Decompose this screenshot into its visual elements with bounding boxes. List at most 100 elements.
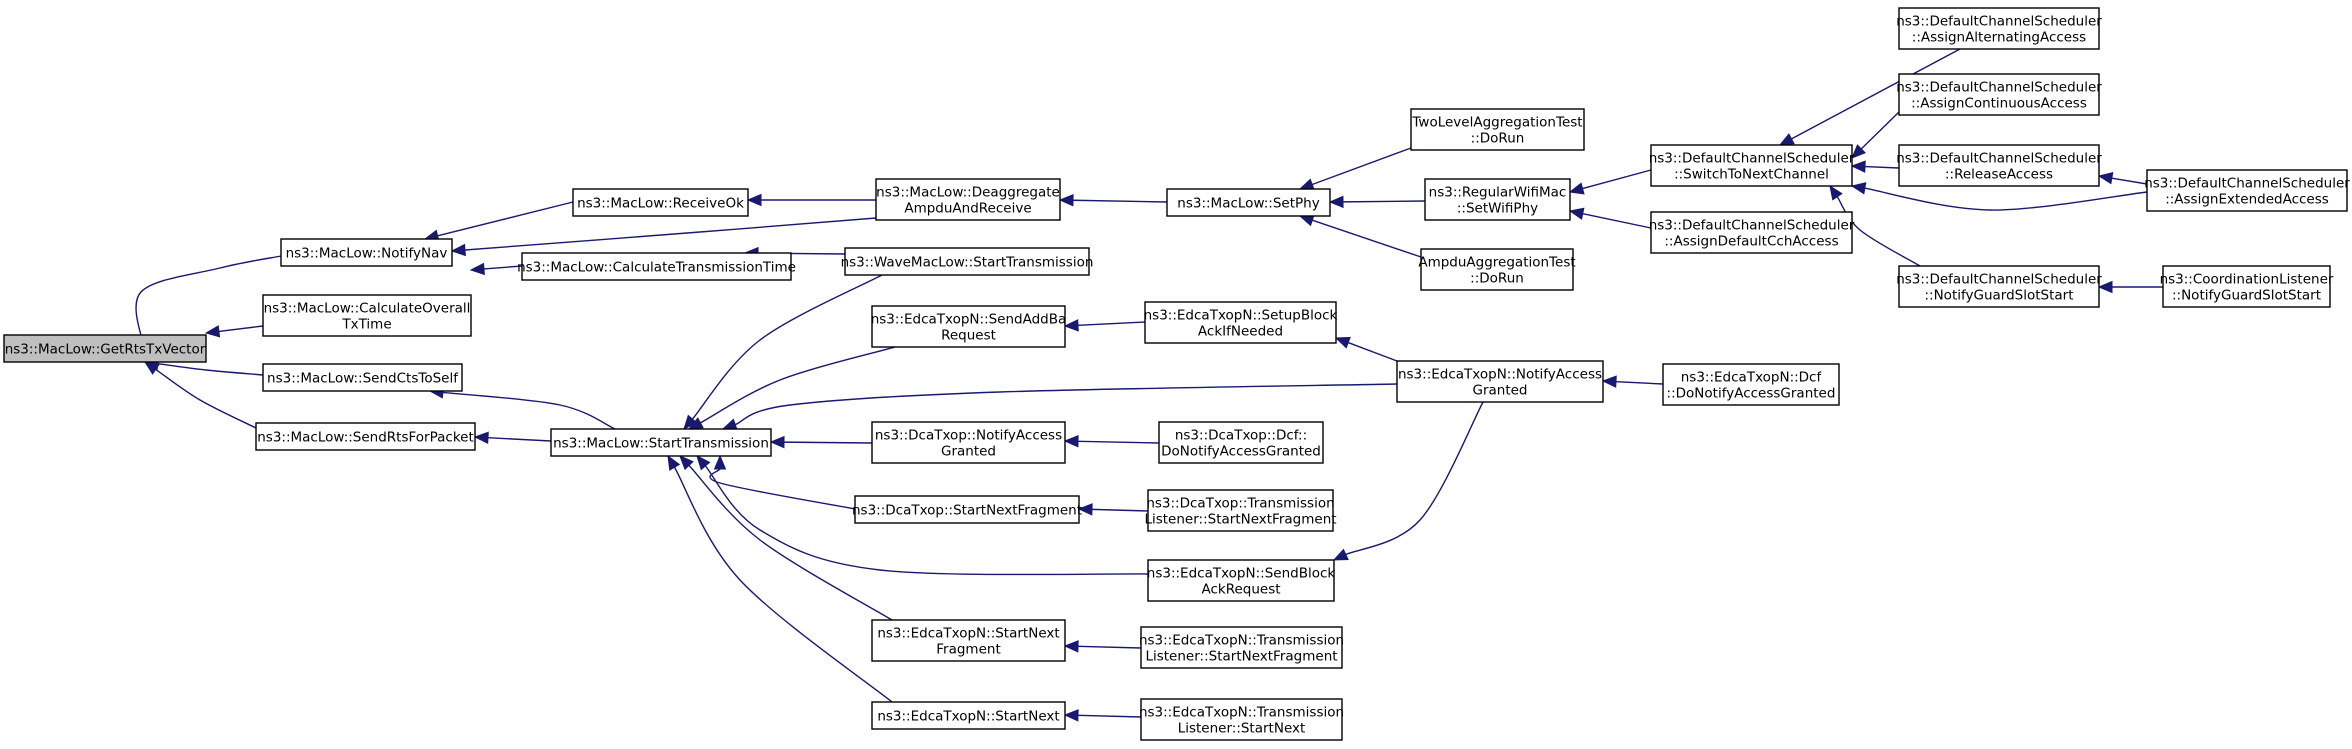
function-node[interactable]: ns3::MacLow::SendCtsToSelf [262, 363, 463, 392]
node-label: ns3::WaveMacLow::StartTransmission [841, 255, 1094, 271]
call-edge [469, 262, 523, 276]
node-label: ns3::EdcaTxopN::NotifyAccess [1398, 367, 1602, 383]
root-function-node[interactable]: ns3::MacLow::GetRtsTxVector [3, 334, 207, 363]
call-edge [1328, 195, 1426, 209]
arrowhead [1850, 160, 1866, 173]
edge-line [464, 217, 877, 251]
arrowhead [721, 418, 738, 431]
edge-line [1864, 187, 2148, 211]
function-node[interactable]: AmpduAggregationTest::DoRun [1418, 248, 1576, 291]
function-node[interactable]: ns3::EdcaTxopN::StartNext [871, 701, 1066, 730]
node-label: ::DoRun [1470, 271, 1524, 287]
call-edge [1077, 503, 1149, 516]
node-box [1396, 360, 1604, 403]
function-node[interactable]: ns3::MacLow::ReceiveOk [572, 188, 749, 217]
call-edge [204, 325, 264, 338]
node-box [1140, 626, 1343, 669]
node-label: ns3::CoordinationListener [2160, 272, 2334, 288]
function-node[interactable]: ns3::EdcaTxopN::TransmissionListener::St… [1139, 698, 1344, 741]
node-label: DoNotifyAccessGranted [1161, 444, 1321, 460]
edge-line [1077, 321, 1146, 327]
function-node[interactable]: ns3::MacLow::CalculateTransmissionTime [517, 252, 796, 281]
node-box [1424, 178, 1571, 221]
node-label: ns3::MacLow::ReceiveOk [577, 196, 744, 212]
function-node[interactable]: ns3::DefaultChannelScheduler::AssignCont… [1896, 73, 2102, 116]
node-box [1166, 188, 1331, 217]
node-label: ns3::EdcaTxopN::Transmission [1139, 633, 1344, 649]
arrowhead [1829, 184, 1843, 201]
node-label: ns3::MacLow::CalculateTransmissionTime [517, 260, 796, 276]
edge-line [1077, 714, 1142, 718]
function-node[interactable]: ns3::CoordinationListener::NotifyGuardSl… [2160, 265, 2334, 308]
node-box [2162, 265, 2331, 308]
node-label: ns3::DefaultChannelScheduler [2144, 176, 2350, 192]
edge-line [135, 255, 282, 350]
call-edge [1058, 193, 1168, 207]
function-node[interactable]: ns3::DefaultChannelScheduler::AssignExte… [2144, 169, 2350, 212]
node-label: ::NotifyGuardSlotStart [1924, 288, 2073, 304]
node-box [1420, 248, 1574, 291]
node-label: AckIfNeeded [1198, 324, 1283, 340]
function-node[interactable]: ns3::DcaTxop::Dcf::DoNotifyAccessGranted [1158, 421, 1324, 464]
call-edge [667, 454, 893, 703]
function-node[interactable]: ns3::RegularWifiMac::SetWifiPhy [1424, 178, 1571, 221]
node-box [871, 421, 1066, 464]
function-node[interactable]: ns3::DcaTxop::StartNextFragment [852, 495, 1082, 524]
call-edge [1063, 319, 1146, 332]
function-node[interactable]: ns3::DcaTxop::TransmissionListener::Star… [1144, 489, 1337, 532]
call-edge [1568, 207, 1652, 229]
function-node[interactable]: ns3::EdcaTxopN::TransmissionListener::St… [1139, 626, 1344, 669]
edge-line [1345, 401, 1484, 556]
arrowhead [2097, 280, 2113, 294]
node-label: TxTime [341, 317, 391, 333]
call-edge [709, 454, 856, 510]
function-node[interactable]: ns3::DefaultChannelScheduler::SwitchToNe… [1649, 144, 1855, 187]
node-label: ::AssignDefaultCchAccess [1664, 234, 1838, 250]
arrowhead [1601, 375, 1617, 388]
node-box [2146, 169, 2348, 212]
node-label: Fragment [936, 642, 1000, 658]
edge-line [700, 346, 896, 424]
node-box [1147, 559, 1335, 602]
arrowhead [769, 435, 785, 449]
function-node[interactable]: ns3::DefaultChannelScheduler::NotifyGuar… [1896, 265, 2102, 308]
function-node[interactable]: ns3::DefaultChannelScheduler::AssignAlte… [1896, 7, 2102, 50]
node-label: ns3::MacLow::NotifyNav [286, 246, 448, 262]
edge-line [673, 466, 893, 703]
function-node[interactable]: ns3::EdcaTxopN::Dcf::DoNotifyAccessGrant… [1662, 363, 1840, 406]
node-label: ns3::DcaTxop::NotifyAccess [875, 428, 1062, 444]
node-box [521, 252, 792, 281]
function-node[interactable]: ns3::MacLow::SendRtsForPacket [255, 422, 476, 451]
function-node[interactable]: ns3::EdcaTxopN::NotifyAccessGranted [1396, 360, 1604, 403]
function-node[interactable]: ns3::EdcaTxopN::StartNextFragment [871, 619, 1066, 662]
call-edge [143, 361, 257, 429]
node-label: ns3::DefaultChannelScheduler [1896, 14, 2102, 30]
node-label: Granted [941, 444, 996, 460]
function-node[interactable]: ns3::MacLow::StartTransmission [550, 428, 772, 457]
function-node[interactable]: ns3::DefaultChannelScheduler::AssignDefa… [1649, 211, 1855, 254]
call-edge [1063, 435, 1160, 448]
node-label: Listener::StartNextFragment [1145, 649, 1337, 665]
function-node[interactable]: ns3::MacLow::SetPhy [1166, 188, 1331, 217]
node-label: ns3::EdcaTxopN::StartNext [877, 626, 1059, 642]
function-node[interactable]: ns3::WaveMacLow::StartTransmission [841, 247, 1094, 276]
arrowhead [204, 325, 221, 338]
function-node[interactable]: ns3::MacLow::NotifyNav [280, 238, 453, 267]
function-node[interactable]: ns3::DefaultChannelScheduler::ReleaseAcc… [1896, 144, 2102, 187]
node-label: ns3::MacLow::SendCtsToSelf [267, 371, 459, 387]
node-label: ::SetWifiPhy [1457, 201, 1538, 217]
edge-line [437, 201, 574, 237]
call-edge [473, 431, 552, 444]
arrowhead [1778, 133, 1795, 146]
edge-line [709, 468, 856, 510]
node-box [871, 701, 1066, 730]
edge-line [1347, 341, 1398, 362]
function-node[interactable]: TwoLevelAggregationTest::DoRun [1410, 108, 1585, 151]
function-node[interactable]: ns3::DcaTxop::NotifyAccessGranted [871, 421, 1066, 464]
call-edge [1332, 401, 1484, 561]
